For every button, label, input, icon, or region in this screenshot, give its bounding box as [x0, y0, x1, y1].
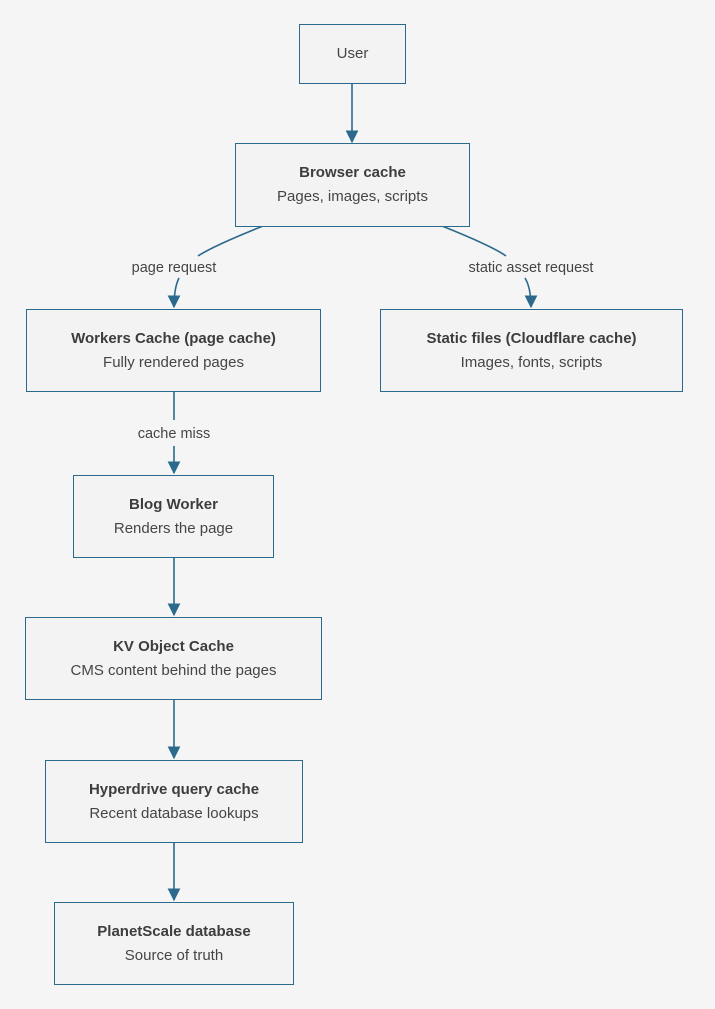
- node-browser-cache: Browser cache Pages, images, scripts: [235, 143, 470, 227]
- node-blog-worker-subtitle: Renders the page: [113, 519, 234, 537]
- node-static-files-title: Static files (Cloudflare cache): [426, 329, 637, 347]
- node-browser-cache-title: Browser cache: [299, 164, 406, 181]
- node-user-label: User: [336, 45, 369, 62]
- node-planetscale-title: PlanetScale database: [97, 922, 251, 940]
- node-kv-object-cache: KV Object Cache CMS content behind the p…: [25, 617, 322, 700]
- node-blog-worker-title: Blog Worker: [129, 495, 218, 513]
- node-workers-cache-subtitle: Fully rendered pages: [103, 353, 244, 371]
- edge-label-cache-miss: cache miss: [134, 425, 214, 443]
- node-planetscale-database: PlanetScale database Source of truth: [54, 902, 294, 985]
- node-kv-object-cache-subtitle: CMS content behind the pages: [70, 661, 277, 679]
- node-hyperdrive-query-cache: Hyperdrive query cache Recent database l…: [45, 760, 303, 843]
- node-static-files: Static files (Cloudflare cache) Images, …: [380, 309, 683, 392]
- edge-label-static-asset-request: static asset request: [465, 259, 597, 277]
- edge-label-page-request: page request: [128, 259, 220, 277]
- node-planetscale-subtitle: Source of truth: [124, 946, 224, 964]
- node-hyperdrive-title: Hyperdrive query cache: [88, 780, 260, 798]
- node-hyperdrive-subtitle: Recent database lookups: [89, 804, 259, 822]
- node-workers-cache-title: Workers Cache (page cache): [71, 329, 276, 347]
- node-blog-worker: Blog Worker Renders the page: [73, 475, 274, 558]
- node-kv-object-cache-title: KV Object Cache: [113, 637, 234, 655]
- node-browser-cache-subtitle: Pages, images, scripts: [277, 188, 428, 205]
- node-static-files-subtitle: Images, fonts, scripts: [460, 353, 603, 371]
- node-user: User: [299, 24, 406, 84]
- edge-browser-to-workers-cache: [174, 225, 264, 307]
- node-workers-cache: Workers Cache (page cache) Fully rendere…: [26, 309, 321, 392]
- edge-browser-to-static-files: [441, 225, 531, 307]
